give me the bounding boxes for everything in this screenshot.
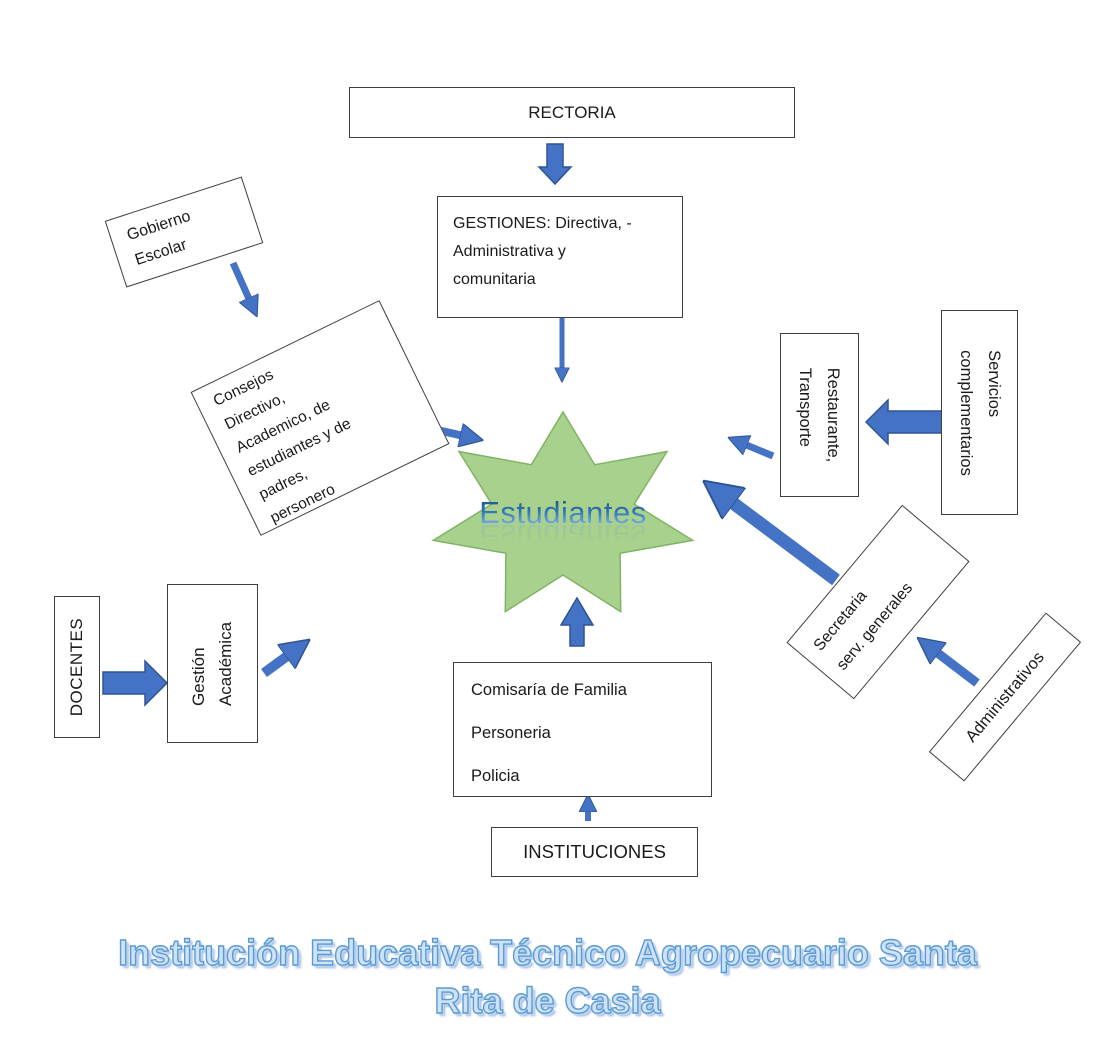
- node-instituciones: INSTITUCIONES: [491, 827, 698, 877]
- arrow-restaurante-estudiantes: [744, 444, 775, 460]
- node-docentes-label: DOCENTES: [67, 617, 86, 717]
- node-gestion-academica-label: Gestión Académica: [189, 621, 236, 706]
- node-gestiones: GESTIONES: Directiva, - Administrativa y…: [437, 196, 683, 318]
- arrow-rectoria-gestiones: [537, 143, 573, 186]
- arrow-administrativos-secretaria: [935, 651, 980, 687]
- arrow-gestion-estudiantes: [261, 654, 290, 678]
- node-gestion-academica: Gestión Académica: [167, 584, 258, 743]
- page-title: Institución Educativa Técnico Agropecuar…: [117, 931, 977, 1021]
- arrow-comisaria-estudiantes: [559, 596, 595, 647]
- arrow-servicios-restaurante: [864, 398, 950, 446]
- node-docentes: DOCENTES: [54, 596, 100, 738]
- node-servicios-complementarios: Servicios complementarios: [941, 310, 1018, 515]
- node-rectoria-label: RECTORIA: [528, 102, 616, 122]
- node-instituciones-label: INSTITUCIONES: [523, 841, 666, 862]
- estudiantes-star-shape: [431, 410, 695, 613]
- arrow-secretaria-estudiantes: [729, 500, 840, 586]
- node-restaurante-transporte: Restaurante, Transporte: [780, 333, 859, 497]
- node-rectoria: RECTORIA: [349, 87, 795, 138]
- node-restaurante-transporte-label: Restaurante, Transporte: [796, 367, 843, 463]
- node-servicios-complementarios-label: Servicios complementarios: [956, 349, 1003, 476]
- arrow-docentes-gestion: [102, 659, 169, 707]
- node-estudiantes-label: Estudiantes: [433, 495, 693, 531]
- arrow-gobierno-consejos: [229, 261, 250, 301]
- node-comisaria: Comisaría de Familia Personeria Policia: [453, 662, 712, 797]
